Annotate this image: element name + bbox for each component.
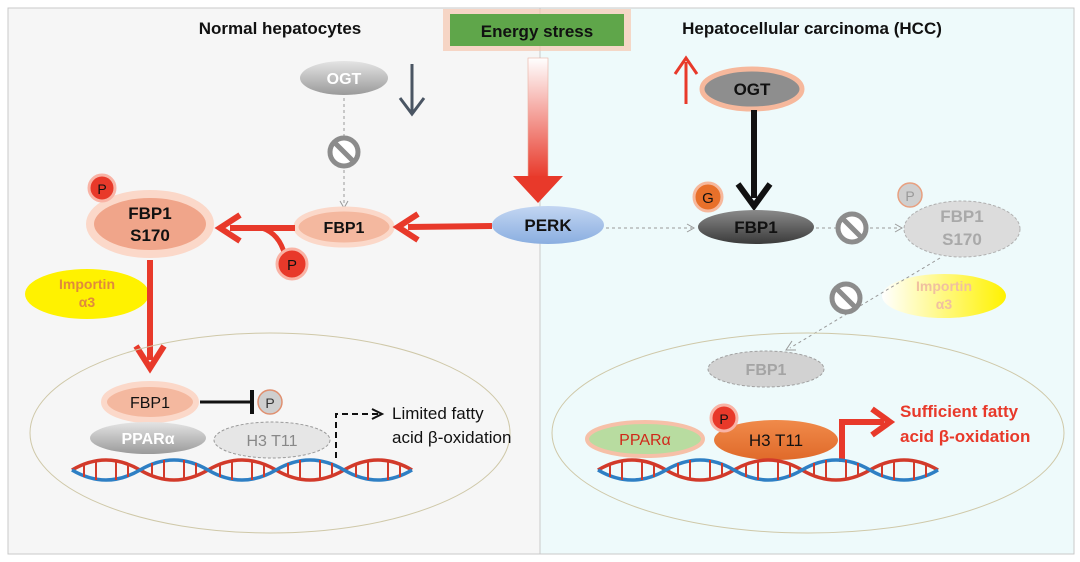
right-glcnac-badge-icon (692, 181, 724, 213)
left-outcome-line2: acid β-oxidation (392, 428, 511, 447)
left-outcome-arrow (335, 413, 378, 458)
right-dna-helix (597, 458, 939, 482)
left-nucleus-p-icon (257, 389, 283, 415)
left-s170-phospho-icon (87, 173, 117, 203)
right-glcnac-badge-label: G (702, 190, 714, 207)
ogt-decrease-arrowhead (398, 97, 426, 117)
right-importin-line1: Importin (916, 278, 972, 294)
right-s170-phospho-label: P (905, 188, 914, 204)
left-ppara-node (90, 422, 206, 454)
perk-label: PERK (524, 216, 572, 235)
right-ppara-label: PPARα (619, 432, 671, 449)
perk-node (492, 206, 604, 244)
right-h3-phospho-label: P (719, 411, 728, 427)
left-panel-title: Normal hepatocytes (199, 19, 362, 38)
right-outcome-line2: acid β-oxidation (900, 427, 1030, 446)
left-ogt-node (300, 61, 388, 95)
left-nucleus-p-label: P (265, 395, 274, 411)
right-nucleus (551, 332, 1065, 534)
right-ogt-node (699, 66, 805, 112)
right-nucleus-fbp1-label: FBP1 (746, 362, 787, 379)
right-fbp1-s170-line2: S170 (942, 230, 982, 249)
left-nucleus-fbp1-label: FBP1 (130, 395, 170, 412)
right-importin-node (882, 274, 1006, 318)
energy-to-perk-arrowhead (513, 176, 563, 203)
right-outcome-arrow (839, 419, 884, 462)
left-importin-line1: Importin (59, 276, 115, 292)
energy-stress-box (450, 14, 624, 46)
left-importin-node (25, 269, 149, 319)
energy-stress-label: Energy stress (481, 22, 593, 41)
right-fbp1-s170-node (903, 200, 1021, 258)
energy-to-perk-arrow-shaft (527, 57, 549, 179)
right-h3t11-label: H3 T11 (749, 431, 803, 450)
left-s170-phospho-label: P (97, 181, 106, 197)
left-ogt-label: OGT (327, 71, 362, 88)
left-phospho-badge-label: P (287, 257, 297, 274)
left-fbp1-s170-line1: FBP1 (128, 204, 171, 223)
left-fbp1-s170-line2: S170 (130, 226, 170, 245)
left-ppara-label: PPARα (121, 431, 174, 448)
left-fbp1-node (293, 206, 395, 248)
right-ogt-label: OGT (734, 80, 771, 99)
left-h3t11-node (213, 421, 331, 459)
left-outcome-line1: Limited fatty (392, 404, 484, 423)
left-nucleus-fbp1-node (101, 381, 199, 423)
left-fbp1-label: FBP1 (324, 220, 365, 237)
right-nucleus-fbp1-node (707, 350, 825, 388)
left-nucleus (29, 332, 511, 534)
right-fbp1-label: FBP1 (734, 218, 777, 237)
left-fbp1-s170-node (86, 190, 214, 258)
right-outcome-line1: Sufficient fatty (900, 402, 1019, 421)
right-s170-phospho-icon (897, 182, 923, 208)
right-h3t11-node (714, 420, 838, 460)
left-phospho-badge-icon (275, 247, 309, 281)
right-fbp1-node (698, 210, 814, 244)
left-dna-helix (71, 458, 413, 482)
left-importin-line2: α3 (79, 294, 96, 310)
right-ppara-node (585, 420, 705, 458)
left-h3t11-label: H3 T11 (247, 433, 298, 450)
right-h3-phospho-icon (709, 403, 739, 433)
right-fbp1-s170-line1: FBP1 (940, 207, 983, 226)
perk-to-fbp1-arrow (407, 223, 493, 230)
ogt-increase-arrowhead (673, 55, 699, 75)
right-panel-title: Hepatocellular carcinoma (HCC) (682, 19, 942, 38)
right-importin-line2: α3 (936, 296, 953, 312)
